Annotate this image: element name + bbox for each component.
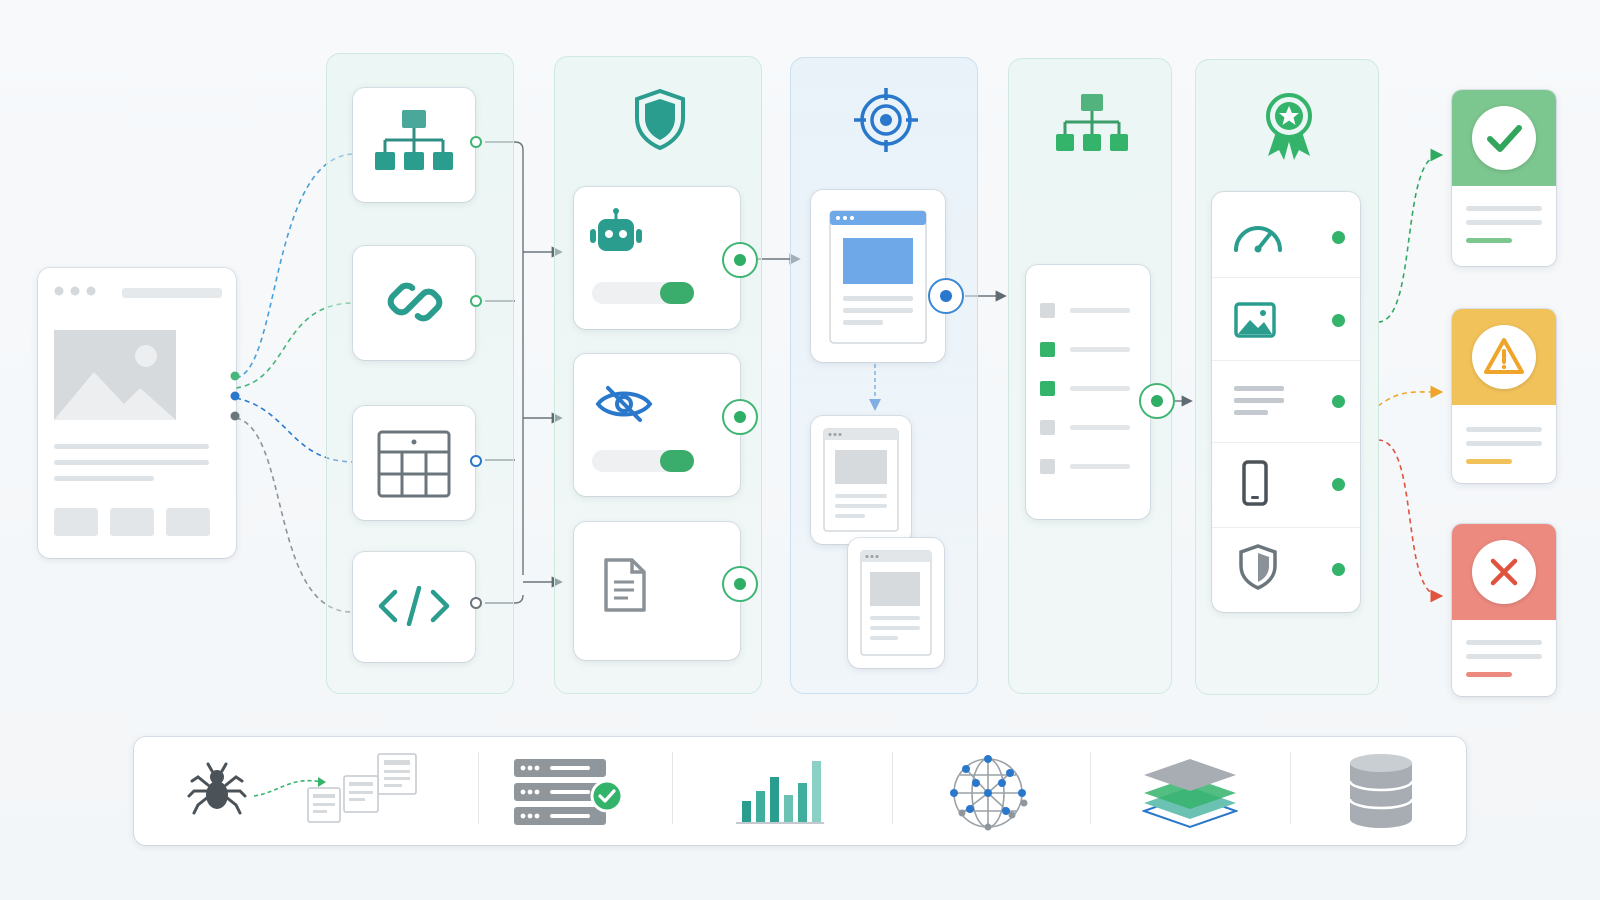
document-card[interactable] — [574, 522, 740, 660]
shield-icon — [1238, 544, 1278, 590]
link-icon — [387, 274, 443, 330]
checkmark-icon — [1472, 106, 1536, 170]
table-port[interactable] — [470, 455, 482, 467]
result-warning-card[interactable] — [1452, 309, 1556, 483]
checklist-icon — [1040, 303, 1136, 483]
server-check-icon[interactable] — [514, 759, 626, 831]
robots-card[interactable] — [574, 187, 740, 329]
rendered-copy-card-1 — [811, 416, 911, 544]
button-placeholders — [54, 508, 210, 536]
links-port[interactable] — [470, 295, 482, 307]
render-page-card[interactable] — [811, 190, 945, 362]
image-status-dot — [1332, 314, 1345, 327]
noindex-toggle[interactable] — [592, 450, 694, 472]
robots-port[interactable] — [722, 242, 758, 278]
robot-icon — [588, 207, 644, 255]
connector-source-code — [235, 417, 353, 613]
result-success-card[interactable] — [1452, 90, 1556, 266]
connector-discovery-merge — [485, 141, 524, 575]
text-status-dot — [1332, 395, 1345, 408]
table-icon — [377, 430, 451, 498]
table-card[interactable] — [353, 406, 475, 520]
bar-chart-icon[interactable] — [734, 759, 826, 825]
browser-window-icon — [829, 210, 927, 346]
connector-source-table — [235, 397, 353, 463]
connector-source-sitemap — [235, 153, 353, 379]
noindex-card[interactable] — [574, 354, 740, 496]
database-icon[interactable] — [1348, 753, 1414, 829]
x-close-icon — [1472, 540, 1536, 604]
sitemap-port[interactable] — [470, 136, 482, 148]
eye-off-icon — [594, 384, 654, 424]
noindex-port[interactable] — [722, 399, 758, 435]
connector-result-error — [1377, 439, 1444, 603]
source-page-card — [38, 268, 236, 558]
window-dots — [54, 286, 100, 296]
mobile-phone-icon — [1242, 460, 1268, 506]
warning-triangle-icon — [1472, 325, 1536, 389]
crawl-docs-illustration — [250, 752, 420, 824]
code-card[interactable] — [353, 552, 475, 662]
speed-gauge-icon — [1232, 218, 1284, 254]
text-lines-icon — [1234, 386, 1284, 416]
render-port[interactable] — [928, 278, 964, 314]
checklist-port[interactable] — [1139, 383, 1175, 419]
checklist-card[interactable] — [1026, 265, 1150, 519]
connector-result-warning — [1377, 385, 1444, 407]
document-port[interactable] — [722, 566, 758, 602]
image-icon — [1234, 302, 1276, 338]
sitemap-icon — [373, 108, 455, 176]
code-port[interactable] — [470, 597, 482, 609]
links-card[interactable] — [353, 246, 475, 360]
image-placeholder-icon — [54, 330, 176, 420]
spider-icon[interactable] — [186, 759, 248, 821]
security-status-dot — [1332, 563, 1345, 576]
rendered-copy-card-2 — [848, 538, 944, 668]
document-icon — [602, 556, 648, 614]
shield-icon — [634, 88, 686, 150]
quality-checks-card — [1212, 192, 1360, 612]
speed-status-dot — [1332, 231, 1345, 244]
network-globe-icon[interactable] — [948, 753, 1028, 833]
connector-result-success — [1377, 148, 1444, 323]
layers-icon[interactable] — [1142, 757, 1238, 831]
robots-toggle[interactable] — [592, 282, 694, 304]
mobile-status-dot — [1332, 478, 1345, 491]
sitemap-icon — [1054, 92, 1130, 156]
sitemap-card[interactable] — [353, 88, 475, 202]
result-error-card[interactable] — [1452, 524, 1556, 696]
award-badge-icon — [1264, 92, 1314, 160]
code-icon — [377, 586, 451, 626]
target-icon — [852, 86, 920, 154]
source-port-dots — [229, 370, 241, 422]
